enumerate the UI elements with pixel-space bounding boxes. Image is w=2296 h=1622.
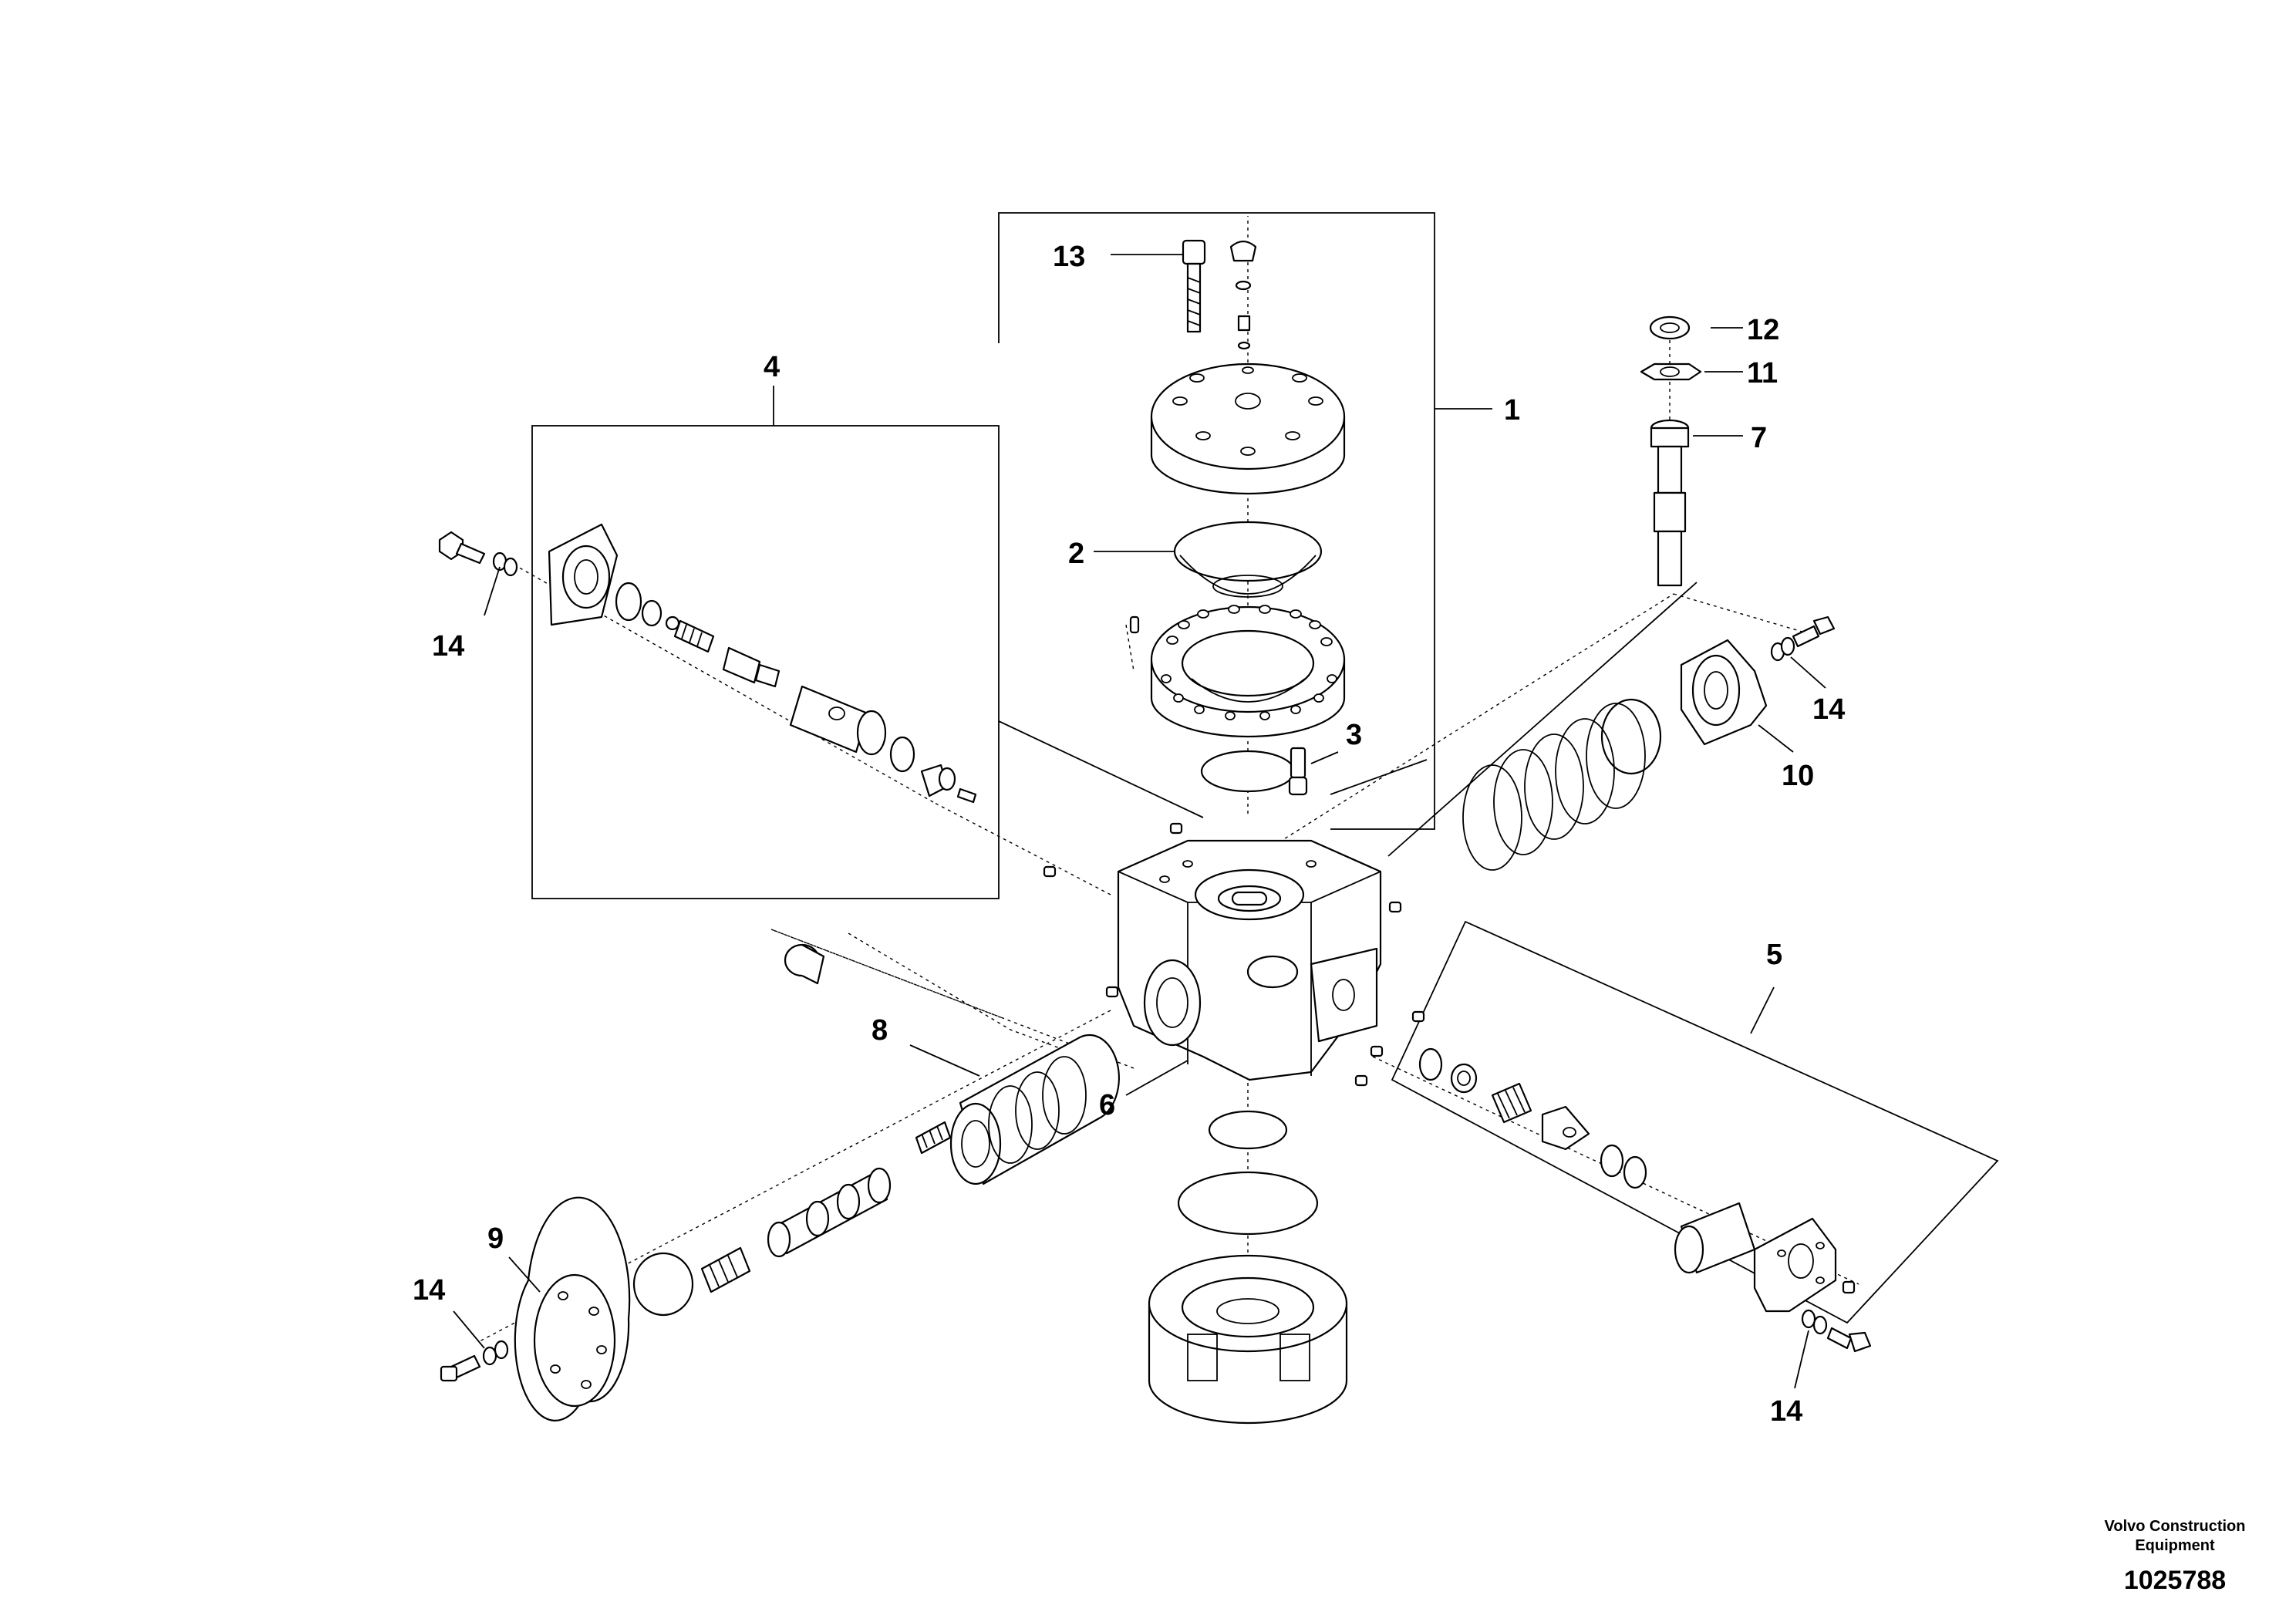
leader-line	[508, 1256, 541, 1293]
spring	[1491, 1082, 1532, 1124]
axis-line	[477, 1010, 1111, 1343]
callout-7: 7	[1751, 422, 1767, 454]
o-ring	[641, 599, 663, 627]
part-10-spring-plate	[1680, 639, 1768, 746]
o-ring	[1177, 1171, 1319, 1236]
sleeve	[789, 685, 887, 756]
o-ring	[1600, 1144, 1624, 1178]
right-sleeve	[1674, 1202, 1756, 1274]
connector-line	[1330, 759, 1428, 795]
leader-line	[484, 566, 501, 616]
o-ring	[1418, 1047, 1443, 1081]
leader-line	[453, 1310, 485, 1349]
bottom-housing	[1148, 1254, 1348, 1425]
poppet-right	[1541, 1105, 1590, 1151]
leader-line	[1790, 656, 1826, 689]
part-6-valve-body	[1117, 839, 1382, 1081]
ball	[665, 615, 680, 631]
spring	[673, 619, 715, 653]
top-cover	[1150, 363, 1346, 495]
callout-2: 2	[1068, 538, 1084, 570]
leader-line	[1758, 724, 1794, 753]
dowel-pin	[1129, 615, 1140, 634]
axis-line	[848, 932, 1073, 1054]
axis-line	[1673, 593, 1805, 633]
leader-line	[909, 1044, 980, 1077]
callout-5: 5	[1766, 939, 1782, 971]
part-14-bolt-right	[1770, 615, 1836, 662]
poppet	[722, 646, 781, 688]
callout-9: 9	[487, 1222, 504, 1255]
part-14-bolt-lower-left	[440, 1340, 509, 1382]
small-spring	[915, 1121, 952, 1155]
part-7-rod	[1650, 419, 1690, 587]
connector-line	[1387, 582, 1698, 857]
part-3-screw	[1288, 747, 1308, 796]
axis-line	[932, 801, 1111, 895]
part-9-end-cap	[514, 1196, 631, 1422]
left-spool	[767, 1167, 892, 1258]
callout-13: 13	[1053, 241, 1085, 273]
o-ring	[1200, 750, 1296, 793]
o-ring	[1600, 698, 1662, 775]
callout-14-lower-right: 14	[1770, 1395, 1802, 1428]
part-14-bolt-lower-right	[1801, 1309, 1872, 1353]
leader-line	[1794, 1330, 1809, 1389]
group-4-bracket	[531, 425, 1000, 899]
callout-14-lower-left: 14	[413, 1274, 445, 1307]
part-14-bolt-upper-left	[438, 531, 518, 577]
callout-4: 4	[764, 351, 780, 383]
retainer	[1450, 1063, 1478, 1094]
plug-small	[920, 764, 977, 804]
axis-line	[1226, 593, 1674, 876]
callout-1: 1	[1504, 394, 1520, 427]
callout-12: 12	[1747, 314, 1779, 346]
o-ring	[1208, 1110, 1288, 1150]
drawing-number: 1025788	[2124, 1566, 2226, 1595]
part-12-nut	[1649, 315, 1691, 340]
axis-line	[1125, 624, 1135, 672]
plug-top	[1229, 240, 1257, 350]
plug-left	[784, 943, 825, 985]
brand-line-2: Equipment	[2135, 1537, 2215, 1554]
right-flange	[1753, 1217, 1837, 1313]
o-ring	[615, 582, 642, 622]
left-flange	[548, 523, 619, 626]
part-11-lock-washer	[1640, 363, 1702, 381]
part-8-spool-with-spring	[949, 1034, 1120, 1185]
callout-6: 6	[1099, 1089, 1115, 1121]
callout-8: 8	[872, 1014, 888, 1047]
callout-14-right: 14	[1812, 693, 1845, 726]
brand-line-1: Volvo Construction	[2105, 1518, 2246, 1535]
leader-line	[1310, 751, 1339, 764]
connector-line	[998, 720, 1204, 818]
set-screw	[1842, 1280, 1856, 1294]
spring	[700, 1246, 751, 1293]
callout-11: 11	[1747, 357, 1778, 389]
coil-spring	[1462, 703, 1646, 871]
leader-line	[1125, 1060, 1188, 1096]
callout-3: 3	[1346, 719, 1362, 751]
o-ring	[889, 736, 915, 773]
set-screws	[1043, 822, 1425, 1087]
callout-10: 10	[1782, 760, 1814, 792]
ring-housing	[1150, 605, 1346, 738]
o-ring	[1623, 1155, 1647, 1189]
callout-14-upper-left: 14	[432, 630, 464, 663]
o-ring	[632, 1252, 694, 1317]
part-13-socket-bolt	[1182, 239, 1206, 333]
group-1-bracket	[998, 212, 1435, 830]
part-2-cup-seal	[1173, 521, 1323, 598]
group-5-leader	[1750, 986, 1775, 1034]
